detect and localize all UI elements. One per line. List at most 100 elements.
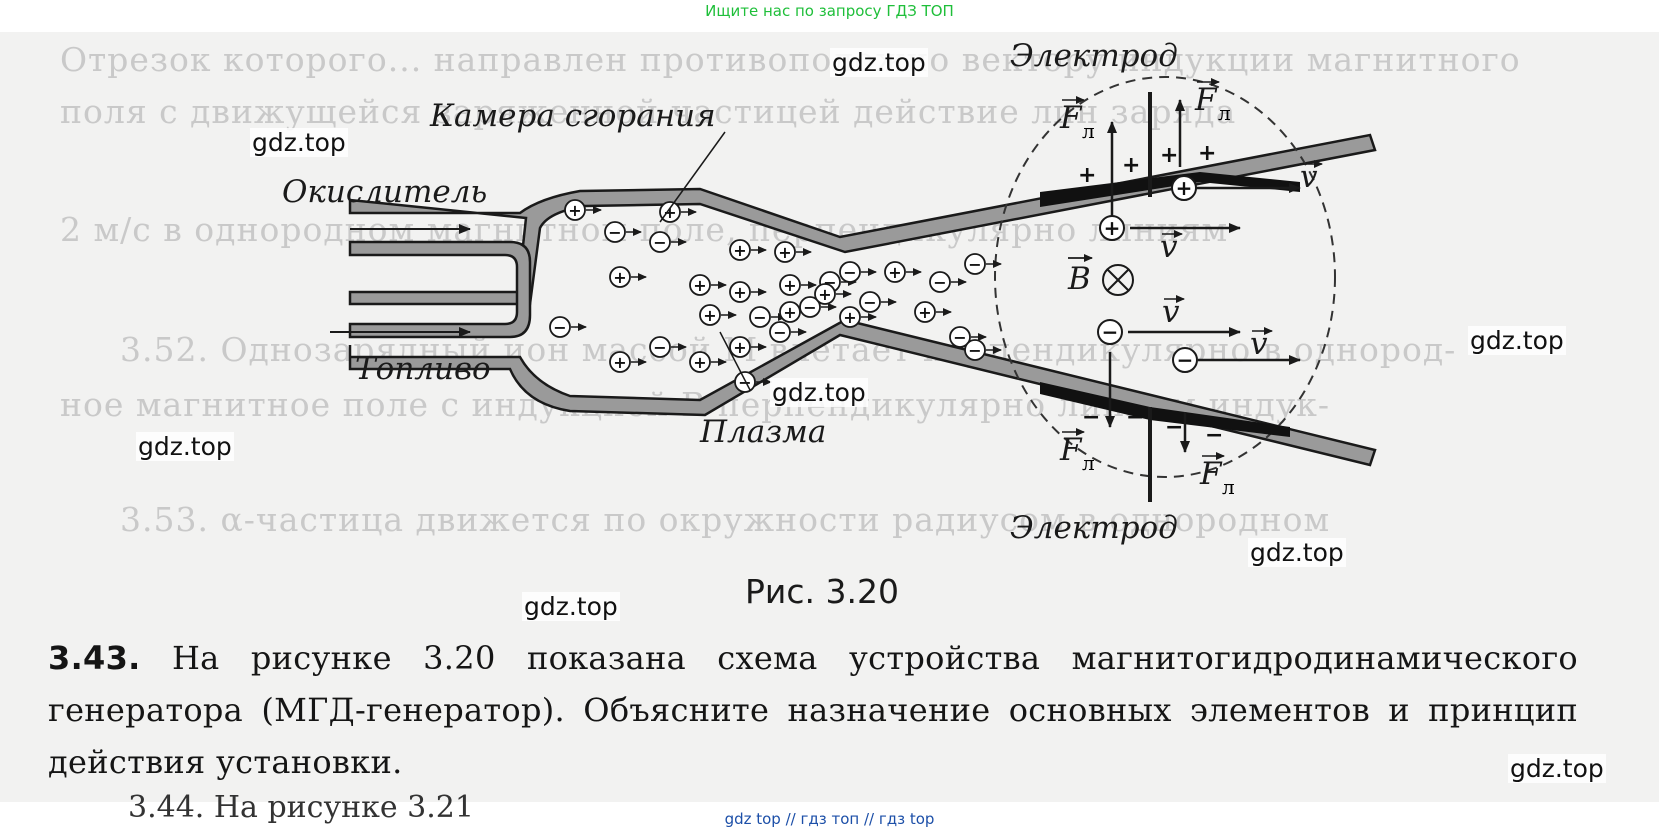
oxidizer-label: Окислитель: [282, 174, 487, 210]
svg-text:+: +: [1122, 153, 1140, 178]
bottom-electrode-label: Электрод: [1010, 510, 1178, 546]
charge-sign: +: [693, 276, 706, 295]
positive-ion: [609, 351, 631, 373]
charge-sign: +: [733, 338, 746, 357]
charge-sign: +: [663, 203, 676, 222]
charge-sign: −: [653, 338, 666, 357]
plasma-leader-line: [719, 331, 751, 391]
svg-text:−: −: [1177, 348, 1194, 372]
charge-sign: +: [703, 306, 716, 325]
svg-text:−: −: [1102, 320, 1119, 344]
next-problem-partial: 3.44. На рисунке 3.21: [128, 790, 474, 825]
electron: [964, 339, 986, 361]
combustion-chamber-label: Камера сгорания: [429, 98, 716, 134]
svg-text:−: −: [1205, 423, 1223, 448]
electron: [859, 291, 881, 313]
page-background: [0, 32, 1659, 802]
svg-text:л: л: [1082, 119, 1095, 143]
electron: [734, 371, 756, 393]
electron: [649, 336, 671, 358]
charge-sign: −: [653, 233, 666, 252]
svg-text:F: F: [1194, 82, 1218, 118]
problem-number: 3.43.: [48, 639, 141, 677]
charge-sign: −: [843, 263, 856, 282]
positive-ion: [774, 241, 796, 263]
svg-text:F: F: [1059, 100, 1083, 136]
positive-ion: [729, 281, 751, 303]
charge-sign: −: [803, 298, 816, 317]
charge-sign: −: [968, 341, 981, 360]
svg-text:+: +: [1160, 143, 1178, 168]
bottom-banner[interactable]: gdz top // гдз топ // гдз top: [724, 810, 935, 828]
electron: [964, 253, 986, 275]
svg-text:+: +: [1176, 176, 1193, 200]
positive-ion: [689, 274, 711, 296]
watermark: gdz.top: [522, 592, 620, 621]
svg-text:v: v: [1300, 159, 1318, 195]
electron: [949, 326, 971, 348]
positive-ion: [779, 274, 801, 296]
electron: [604, 221, 626, 243]
charge-sign: −: [553, 318, 566, 337]
charge-sign: +: [918, 303, 931, 322]
mhd-generator-figure: ++−−++++++−−+−−−+−+−++−+−−++−+−− ++++ −−…: [282, 38, 1377, 546]
magnetic-field-region: [994, 76, 1336, 478]
positive-ion: [609, 266, 631, 288]
svg-text:+: +: [1078, 163, 1096, 188]
charge-sign: +: [888, 263, 901, 282]
charge-sign: −: [968, 255, 981, 274]
charge-sign: +: [783, 303, 796, 322]
svg-text:F: F: [1059, 432, 1083, 468]
plasma-particles: ++−−++++++−−+−−−+−+−++−+−−++−+−−: [549, 199, 1002, 393]
electrode-surface-charges: ++++ −−−−: [1078, 141, 1223, 448]
positive-ion: [729, 239, 751, 261]
svg-text:−: −: [1126, 405, 1144, 430]
bleed-through-text: поля с движущейся заряженной частицей де…: [60, 92, 1237, 131]
positive-ion: [659, 201, 681, 223]
charge-sign: +: [613, 353, 626, 372]
charge-sign: +: [733, 241, 746, 260]
charge-sign: −: [753, 308, 766, 327]
bottom-electrode: [1040, 382, 1290, 437]
problem-text-block: 3.43. На рисунке 3.20 показана схема уст…: [48, 632, 1578, 788]
charge-sign: −: [953, 328, 966, 347]
watermark: gdz.top: [830, 48, 928, 77]
watermark: gdz.top: [136, 432, 234, 461]
bleed-through-text: Отрезок которого... направлен противопол…: [60, 40, 1521, 79]
positive-ion: [689, 351, 711, 373]
electron: [549, 316, 571, 338]
svg-text:л: л: [1222, 475, 1235, 499]
electron: [799, 296, 821, 318]
positive-ion: [839, 306, 861, 328]
top-banner[interactable]: Ищите нас по запросу ГДЗ ТОП: [705, 2, 954, 20]
positive-ion: [779, 301, 801, 323]
positive-ion: [814, 283, 836, 305]
nozzle-walls: [348, 133, 1377, 467]
electron: [839, 261, 861, 283]
svg-text:v: v: [1162, 294, 1180, 330]
electron: [929, 271, 951, 293]
charge-sign: +: [613, 268, 626, 287]
svg-text:v: v: [1250, 326, 1268, 362]
charge-sign: −: [608, 223, 621, 242]
electron: [749, 306, 771, 328]
problem-statement: На рисунке 3.20 показана схема устройств…: [48, 639, 1578, 781]
lorentz-force-labels: F л F л F л F л: [1059, 78, 1235, 499]
bleed-through-text: 3.53. α-частица движется по окружности р…: [120, 500, 1331, 539]
watermark: gdz.top: [250, 128, 348, 157]
svg-text:+: +: [1104, 216, 1121, 240]
charge-sign: +: [568, 201, 581, 220]
field-into-page-icon: [1102, 264, 1134, 296]
svg-text:−: −: [1165, 415, 1183, 440]
charge-sign: +: [693, 353, 706, 372]
svg-text:л: л: [1218, 101, 1231, 125]
charge-sign: +: [843, 308, 856, 327]
electron: [649, 231, 671, 253]
charge-sign: −: [863, 293, 876, 312]
top-electrode-label: Электрод: [1010, 38, 1178, 74]
charge-sign: −: [773, 323, 786, 342]
watermark: gdz.top: [1248, 538, 1346, 567]
svg-text:−: −: [1082, 405, 1100, 430]
electron: [769, 321, 791, 343]
watermark: gdz.top: [770, 378, 868, 407]
